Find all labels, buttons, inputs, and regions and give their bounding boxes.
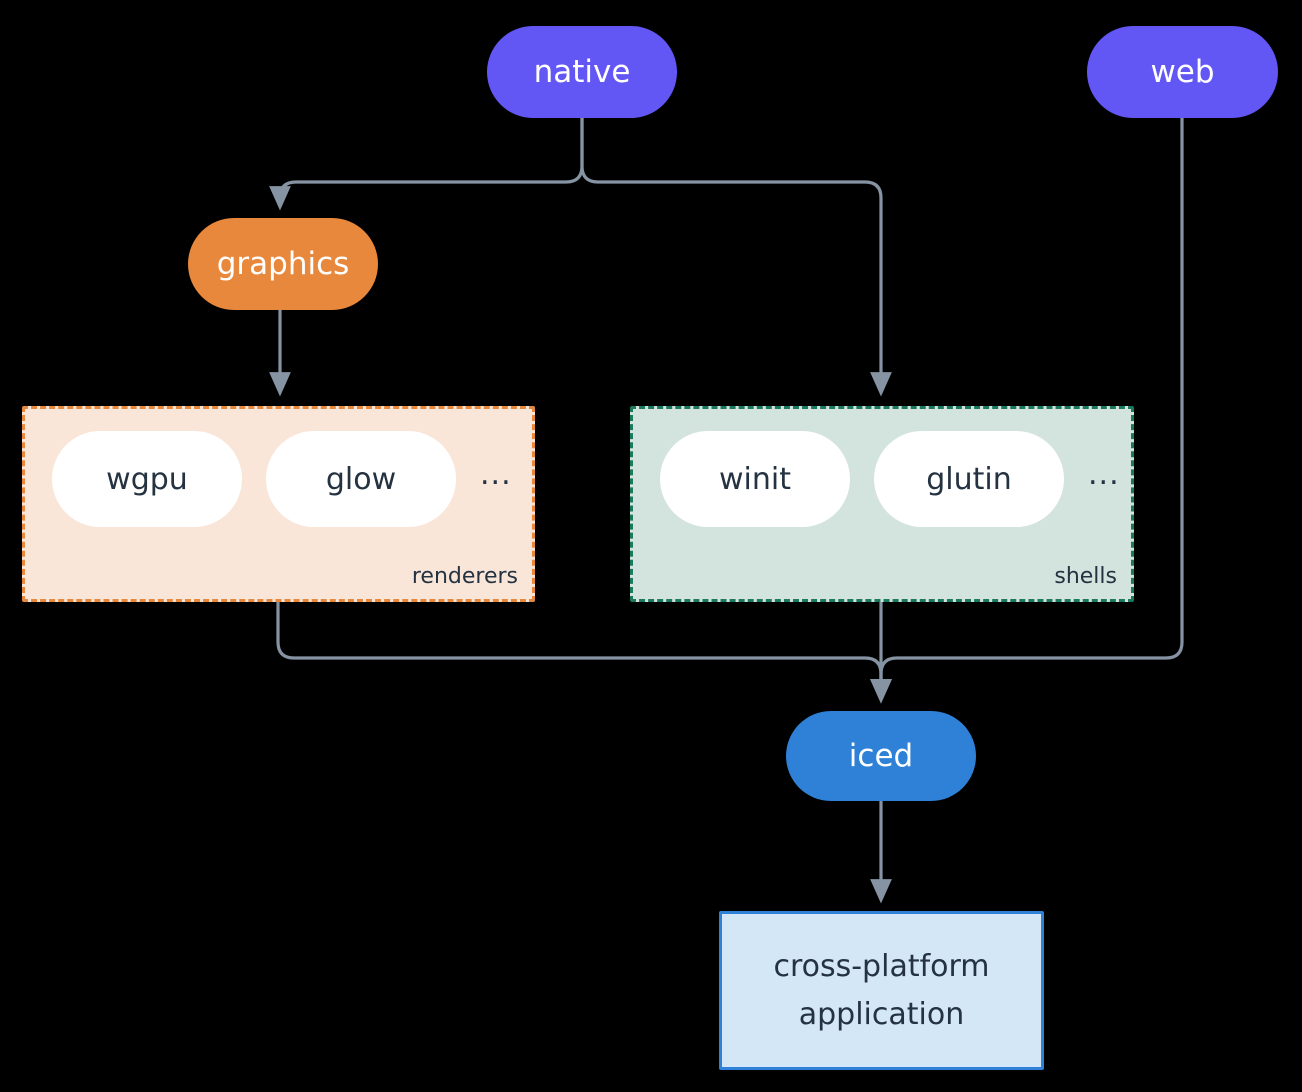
chip-wgpu[interactable]: wgpu [52,431,242,527]
edge-native-to-graphics [269,116,584,211]
group-renderers: wgpu glow ... renderers [22,406,535,602]
chip-glow[interactable]: glow [266,431,456,527]
chip-glutin-label: glutin [926,461,1012,497]
group-shells-items: winit glutin ... [633,431,1131,527]
chip-glow-label: glow [325,461,397,497]
chip-winit[interactable]: winit [660,431,850,527]
group-shells-label: shells [1054,564,1117,589]
node-iced-label: iced [848,737,914,774]
group-shells: winit glutin ... shells [630,406,1134,602]
edge-native-to-shells [580,116,892,397]
group-renderers-label: renderers [411,564,518,589]
group-renderers-items: wgpu glow ... [25,431,532,527]
application-label-line1: cross-platform [773,949,990,984]
node-web[interactable]: web [1087,26,1278,118]
shells-ellipsis: ... [1088,456,1120,492]
node-iced[interactable]: iced [786,711,976,801]
node-cross-platform-application[interactable]: cross-platform application [719,911,1044,1070]
node-native-label: native [533,53,631,90]
chip-wgpu-label: wgpu [106,461,188,497]
node-graphics[interactable]: graphics [188,218,378,310]
renderers-ellipsis: ... [480,456,512,492]
node-graphics-label: graphics [216,245,350,282]
node-web-label: web [1150,53,1215,90]
chip-glutin[interactable]: glutin [874,431,1064,527]
chip-winit-label: winit [719,461,791,497]
node-native[interactable]: native [487,26,677,118]
application-label-line2: application [798,996,965,1032]
edge-renderers-to-iced [276,600,892,704]
